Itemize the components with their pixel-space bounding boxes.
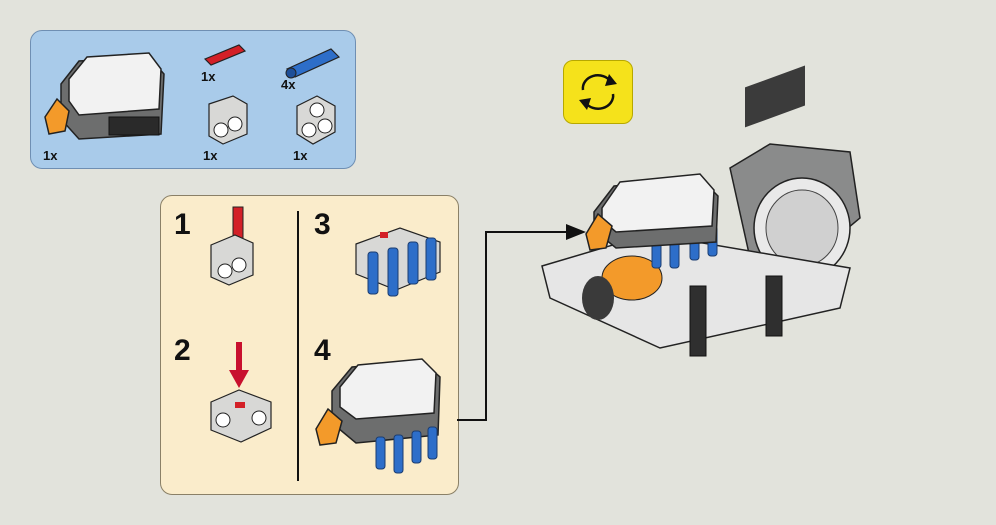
step-number-1: 1 bbox=[174, 208, 191, 241]
step-4-illustration bbox=[315, 358, 441, 474]
parts-list-panel: 1x 1x 4x 1x 1x bbox=[30, 30, 356, 169]
step-number-3: 3 bbox=[314, 208, 331, 241]
blue-pin-part bbox=[285, 48, 341, 79]
step-3-illustration bbox=[355, 227, 441, 297]
steps-divider bbox=[297, 211, 299, 481]
rotate-model-badge bbox=[563, 60, 633, 124]
connector-a-qty: 1x bbox=[203, 148, 218, 163]
connector-a-part bbox=[208, 95, 248, 145]
connector-b-qty: 1x bbox=[293, 148, 308, 163]
robot-assembly-illustration bbox=[541, 65, 861, 357]
touch-sensor-qty: 1x bbox=[43, 148, 58, 163]
touch-sensor-part bbox=[44, 52, 165, 140]
connector-b-part bbox=[296, 95, 336, 145]
red-axle-qty: 1x bbox=[201, 69, 216, 84]
step-number-4: 4 bbox=[314, 334, 331, 367]
step-number-2: 2 bbox=[174, 334, 191, 367]
step-1-illustration bbox=[210, 206, 254, 286]
red-axle-part bbox=[203, 44, 247, 66]
step-2-illustration bbox=[210, 342, 272, 443]
rotate-model-icon bbox=[579, 74, 617, 110]
blue-pin-qty: 4x bbox=[281, 77, 296, 92]
